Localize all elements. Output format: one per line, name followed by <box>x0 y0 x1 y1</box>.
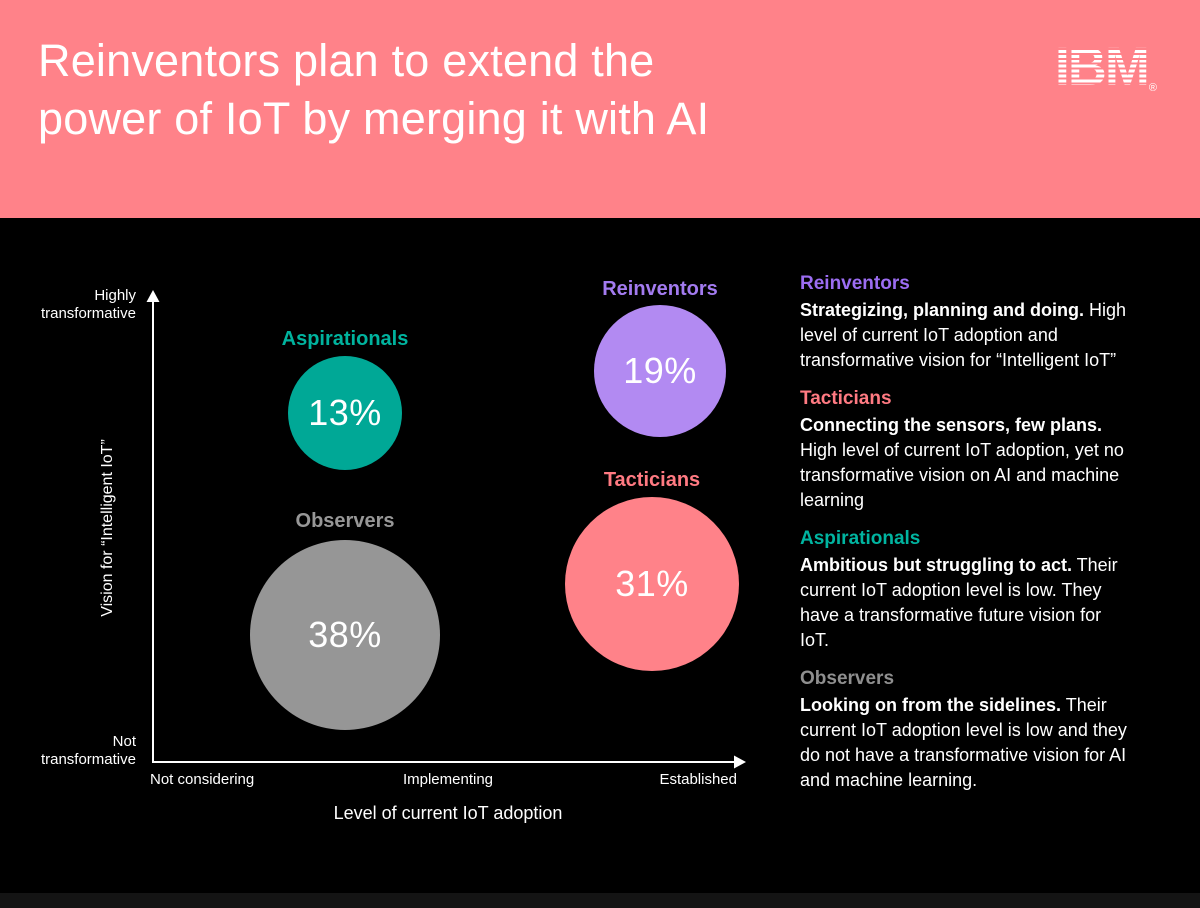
legend-lead-aspirationals: Ambitious but struggling to act. <box>800 555 1072 575</box>
page-title: Reinventors plan to extend the power of … <box>38 32 709 148</box>
segment-descriptions: Reinventors Strategizing, planning and d… <box>800 272 1132 807</box>
legend-block-tacticians: Tacticians Connecting the sensors, few p… <box>800 387 1132 513</box>
bubble-value-reinventors: 19% <box>623 350 697 391</box>
bubble-tacticians: 31% <box>565 497 739 671</box>
legend-heading-tacticians: Tacticians <box>800 388 892 409</box>
legend-heading-reinventors: Reinventors <box>800 273 910 294</box>
bubble-reinventors: 19% <box>594 305 726 437</box>
bubble-label-tacticians: Tacticians <box>603 469 701 491</box>
legend-body-tacticians: Connecting the sensors, few plans. High … <box>800 413 1132 513</box>
y-axis-arrow-icon <box>146 290 160 302</box>
legend-lead-reinventors: Strategizing, planning and doing. <box>800 300 1084 320</box>
legend-rest-observers: Their current IoT adoption level is low … <box>800 695 1127 790</box>
header-banner: Reinventors plan to extend the power of … <box>0 0 1200 218</box>
legend-block-reinventors: Reinventors Strategizing, planning and d… <box>800 272 1132 373</box>
bubble-label-reinventors: Reinventors <box>602 278 718 300</box>
page-title-line2: power of IoT by merging it with AI <box>38 93 710 144</box>
bubble-label-observers: Observers <box>295 510 395 532</box>
footer-strip <box>0 893 1200 908</box>
page-title-line1: Reinventors plan to extend the <box>38 35 655 86</box>
bubble-value-tacticians: 31% <box>615 563 689 604</box>
x-axis-title: Level of current IoT adoption <box>333 803 563 823</box>
legend-block-aspirationals: Aspirationals Ambitious but struggling t… <box>800 527 1132 653</box>
bubble-value-aspirationals: 13% <box>308 392 382 433</box>
ibm-logo-text: IBM <box>1054 37 1150 97</box>
ibm-logo: IBM® <box>1054 37 1157 97</box>
legend-lead-observers: Looking on from the sidelines. <box>800 695 1062 715</box>
y-axis-min-label: Not transformative <box>40 733 136 768</box>
x-tick-implementing: Implementing <box>402 771 494 788</box>
legend-heading-observers: Observers <box>800 668 895 689</box>
y-axis-title: Vision for “Intelligent IoT” <box>99 439 116 617</box>
legend-rest-tacticians: High level of current IoT adoption, yet … <box>800 440 1124 510</box>
x-tick-not-considering: Not considering <box>150 771 255 788</box>
x-tick-established: Established <box>659 771 737 788</box>
legend-rest-aspirationals: Their current IoT adoption level is low.… <box>800 555 1118 650</box>
bubble-aspirationals: 13% <box>288 356 402 470</box>
legend-heading-aspirationals: Aspirationals <box>800 528 921 549</box>
legend-block-observers: Observers Looking on from the sidelines.… <box>800 667 1132 793</box>
legend-body-observers: Looking on from the sidelines. Their cur… <box>800 693 1132 793</box>
legend-body-aspirationals: Ambitious but struggling to act. Their c… <box>800 553 1132 653</box>
y-axis-max-label: Highly transformative <box>40 287 136 322</box>
x-axis-arrow-icon <box>734 755 746 769</box>
legend-rest-reinventors: High level of current IoT adoption and t… <box>800 300 1127 370</box>
legend-body-reinventors: Strategizing, planning and doing. High l… <box>800 298 1132 373</box>
bubble-value-observers: 38% <box>308 614 382 655</box>
bubble-label-aspirationals: Aspirationals <box>281 328 409 350</box>
legend-lead-tacticians: Connecting the sensors, few plans. <box>800 415 1103 435</box>
bubble-observers: 38% <box>250 540 440 730</box>
registered-trademark-icon: ® <box>1148 82 1157 94</box>
